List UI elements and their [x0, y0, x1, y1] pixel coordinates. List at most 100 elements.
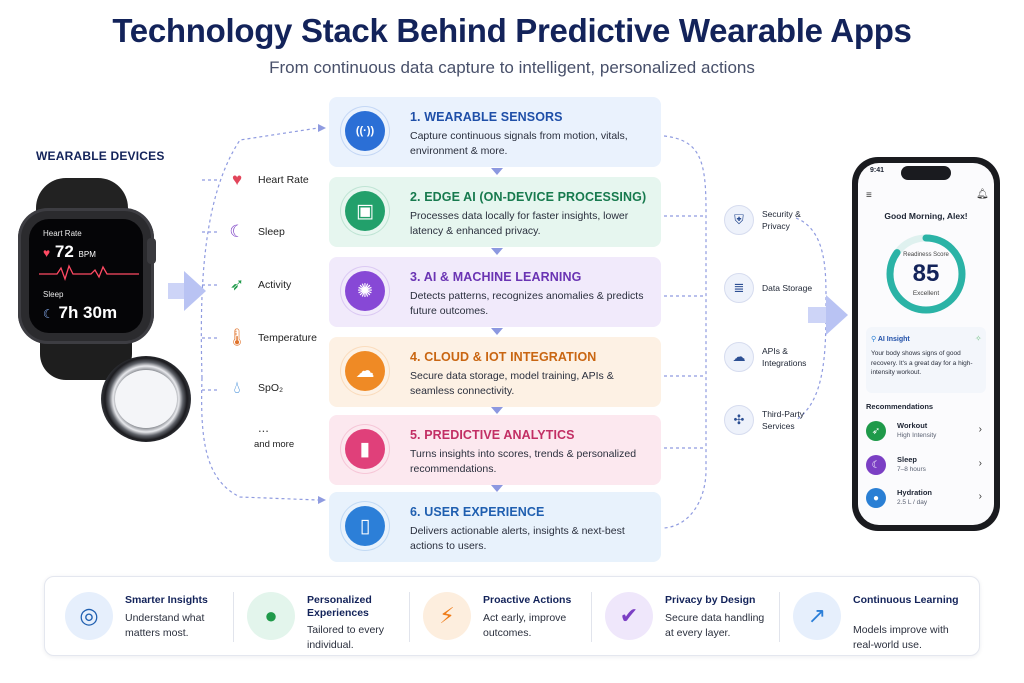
smart-ring-inner [115, 370, 177, 428]
recommendation-text: Sleep 7–8 hours [897, 455, 926, 475]
shield-check-icon: ✔ [605, 592, 653, 640]
recommendation-subtitle: 7–8 hours [897, 466, 926, 473]
benefit-description: Act early, improve outcomes. [483, 612, 567, 639]
benefit-title: Personalized Experiences [307, 594, 372, 619]
service-item: ✣ Third-Party Services [724, 405, 822, 435]
stack-layer-title: 5. PREDICTIVE ANALYTICS [410, 428, 575, 442]
heart-icon: ♥ [43, 246, 51, 260]
divider [409, 592, 410, 642]
moon-icon: ☾ [866, 455, 886, 475]
phone-time: 9:41 [870, 167, 885, 174]
stack-layer-title: 4. CLOUD & IOT INTEGRATION [410, 350, 597, 364]
running-icon: ➶ [229, 275, 245, 294]
watch-sleep-value: ☾ 7h 30m [43, 303, 118, 322]
chevron-right-icon: › [978, 424, 982, 435]
service-label: Third-Party Services [762, 409, 805, 431]
readiness-label: Readiness Score [903, 252, 949, 258]
service-label: Security & Privacy [762, 209, 801, 231]
benefit-description: Secure data handling at every layer. [665, 612, 765, 639]
stack-layer-description: Capture continuous signals from motion, … [410, 130, 628, 157]
watch-heart-value: ♥ 72 BPM [43, 242, 96, 261]
flow-arrow-to-phone [826, 295, 848, 335]
stack-layer-1[interactable]: ((·)) 1. WEARABLE SENSORS Capture continuo… [329, 97, 661, 167]
signal-label: Activity [258, 279, 292, 291]
phone-greeting: Good Morning, Alex! [884, 211, 968, 221]
stack-layer-title: 6. USER EXPERIENCE [410, 505, 545, 519]
divider [779, 592, 780, 642]
shield-icon: ⛨ [724, 205, 754, 235]
trend-chart-icon: ↗ [793, 592, 841, 640]
stack-layer-description: Turns insights into scores, trends & per… [410, 448, 637, 475]
signal-label: Sleep [258, 226, 285, 238]
readiness-status: Excellent [912, 290, 940, 297]
signal-item: ☾Sleep [226, 222, 285, 242]
readiness-score: 85 [912, 260, 940, 287]
service-item: ⛨ Security & Privacy [724, 205, 822, 235]
benefit-title: Privacy by Design [665, 594, 756, 606]
sensor-icon: ((·)) [345, 111, 385, 151]
watch-sleep-label: Sleep [43, 290, 64, 299]
stack-layer-5[interactable]: ▮ 5. PREDICTIVE ANALYTICS Turns insights i… [329, 415, 661, 485]
phone-notch [901, 166, 951, 180]
cloud-icon: ☁ [724, 342, 754, 372]
stack-layer-4[interactable]: ☁ 4. CLOUD & IOT INTEGRATION Secure data s… [329, 337, 661, 407]
benefit-description: Tailored to every individual. [307, 624, 385, 651]
cloud-upload-icon: ☁ [345, 351, 385, 391]
recommendation-subtitle: High Intensity [897, 432, 937, 439]
stack-layer-description: Secure data storage, model training, API… [410, 370, 614, 397]
ai-insight-title: ⚲ AI Insight [871, 336, 910, 343]
benefit-title: Smarter Insights [125, 594, 208, 606]
bar-chart-icon: ▮ [345, 429, 385, 469]
wearable-devices-heading: WEARABLE DEVICES [36, 149, 165, 163]
droplet-icon: ● [866, 488, 886, 508]
stack-layer-description: Processes data locally for faster insigh… [410, 210, 629, 237]
ecg-line [39, 264, 139, 282]
menu-icon[interactable]: ≡ [866, 190, 872, 201]
benefit-title: Proactive Actions [483, 594, 572, 606]
readiness-gauge [886, 234, 966, 314]
thermometer-icon: 🌡︎ [226, 328, 248, 347]
bell-icon[interactable]: 🔔︎ [976, 189, 989, 200]
stack-layer-description: Detects patterns, recognizes anomalies &… [410, 290, 644, 317]
heart-icon: ♥ [231, 170, 243, 189]
network-icon: ✣ [724, 405, 754, 435]
flow-arrow-tail-right [808, 307, 826, 323]
lightning-icon: ⚡ [423, 592, 471, 640]
page-subtitle: From continuous data capture to intellig… [269, 58, 755, 77]
database-icon: ≣ [724, 273, 754, 303]
chip-icon: ▣ [345, 191, 385, 231]
ai-insight-text: Your body shows signs of good recovery. … [871, 350, 973, 376]
watch-crown [147, 238, 156, 264]
ellipsis-icon: ... [258, 420, 269, 435]
pin-icon: ⚲ [871, 336, 877, 343]
signal-item: 🌡︎ Temperature [226, 328, 317, 348]
running-icon: ➶ [866, 421, 886, 441]
benefit-description: Understand what matters most. [125, 612, 205, 639]
ai-insight-card[interactable] [866, 327, 986, 393]
signal-label: Temperature [258, 332, 317, 344]
stack-layer-2[interactable]: ▣2. EDGE AI (ON-DEVICE PROCESSING)Proces… [329, 177, 661, 247]
stack-layer-title: 1. WEARABLE SENSORS [410, 110, 563, 124]
recommendation-title: Sleep [897, 455, 918, 464]
service-label: Data Storage [762, 283, 813, 293]
signal-item: ➶ Activity [226, 275, 291, 295]
benefit-description: Models improve with real-world use. [853, 624, 949, 651]
flow-arrow-right [184, 271, 206, 311]
chevron-right-icon: › [978, 491, 982, 502]
user-icon: ● [247, 592, 295, 640]
page-title: Technology Stack Behind Predictive Weara… [112, 12, 912, 49]
recommendations-heading: Recommendations [866, 402, 934, 411]
brain-icon: ✺ [345, 271, 385, 311]
